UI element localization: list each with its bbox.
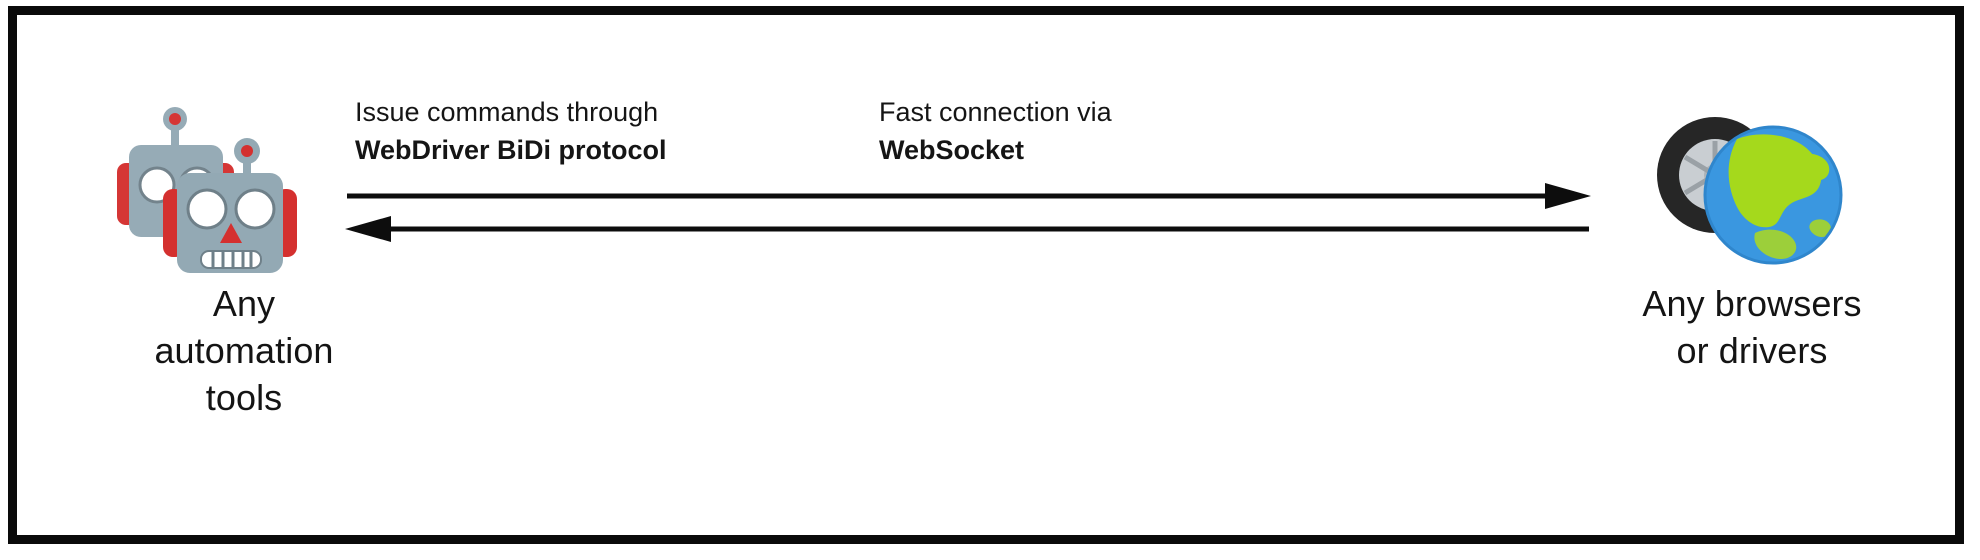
robot-icon-graphic: [117, 107, 297, 273]
globe-wheel-icon-graphic: [1657, 117, 1843, 265]
edge-label-commands-line1: Issue commands through: [355, 97, 659, 127]
diagram-canvas: Any automation tools Issue commands thro…: [17, 15, 1955, 535]
edge-label-commands: Issue commands through WebDriver BiDi pr…: [355, 93, 667, 170]
diagram-frame: Any automation tools Issue commands thro…: [8, 6, 1964, 544]
arrow-right: [347, 183, 1591, 209]
node-browsers-drivers: Any browsers or drivers: [1587, 103, 1917, 463]
globe-icon: [1703, 125, 1843, 265]
edge-label-connection-line2: WebSocket: [879, 135, 1025, 166]
edge-label-connection: Fast connection via WebSocket: [879, 93, 1112, 170]
node-automation-tools-caption: Any automation tools: [154, 283, 334, 418]
robot-icon: [79, 103, 409, 278]
arrows-graphic: [345, 183, 1591, 242]
bidirectional-arrows: [343, 183, 1593, 243]
arrow-left: [345, 216, 1589, 242]
globe-wheel-icon: [1587, 103, 1917, 278]
node-browsers-drivers-caption: Any browsers or drivers: [1642, 283, 1862, 371]
edge-label-connection-line1: Fast connection via: [879, 97, 1112, 127]
edge-label-commands-line2: WebDriver BiDi protocol: [355, 135, 667, 166]
node-automation-tools: Any automation tools: [79, 103, 409, 463]
